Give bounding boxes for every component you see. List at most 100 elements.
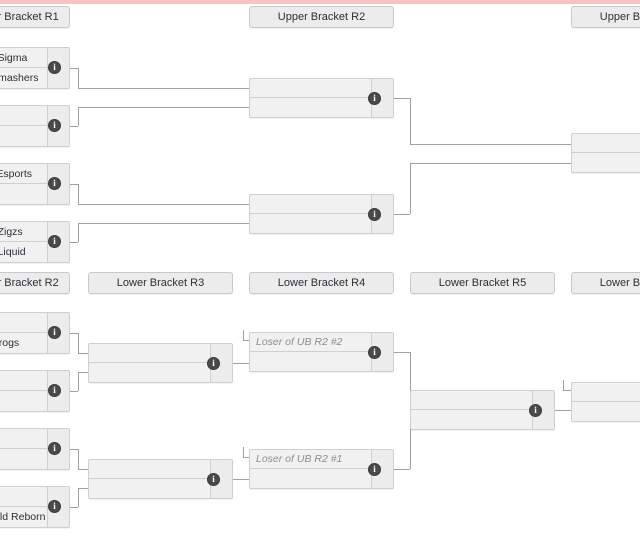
match-slot-top[interactable]: Team Zigzs [0,222,69,242]
match-slot-top[interactable] [0,487,69,507]
round-header-upper-r2[interactable]: Upper Bracket R2 [249,6,394,28]
connector-line [233,363,249,364]
info-icon[interactable]: i [368,463,381,476]
connector-line [410,419,411,469]
match-slot-bottom[interactable]: Team Liquid [0,246,26,258]
info-icon[interactable]: i [368,92,381,105]
round-header-lower-r6[interactable]: Lower Bracket R6 [571,272,640,294]
connector-line [563,390,571,391]
connector-line [78,88,250,89]
connector-line [78,107,250,108]
match-slot-top[interactable] [572,383,640,402]
round-header-label: Lower Bracket R5 [438,277,527,289]
connector-line [243,447,244,457]
match-slot-top[interactable] [0,106,69,126]
connector-line [70,184,78,185]
connector-line [233,479,249,480]
connector-line [78,107,79,126]
connector-line [78,333,79,353]
match-slot-top[interactable] [572,134,640,153]
info-icon[interactable]: i [48,384,61,397]
connector-line [394,214,410,215]
info-icon[interactable]: i [207,357,220,370]
info-icon[interactable]: i [529,404,542,417]
connector-line [563,380,564,390]
connector-line [70,507,78,508]
top-accent-bar [0,0,640,4]
match-slot-top[interactable]: Loser of UB R2 #2 [250,333,393,352]
connector-line [243,457,251,458]
match-slot-top[interactable]: Nova Esports [0,164,69,184]
match-slot-top[interactable] [89,344,232,363]
match-lb-r5-1[interactable] [410,390,555,430]
round-header-upper-r3[interactable]: Upper Bracket R3 [571,6,640,28]
match-slot-top[interactable] [411,391,554,410]
match-slot-top[interactable] [250,79,393,98]
connector-line [78,353,90,354]
connector-line [410,163,411,214]
connector-line [410,144,572,145]
connector-line [394,352,410,353]
info-icon[interactable]: i [48,119,61,132]
info-icon[interactable]: i [48,177,61,190]
match-ub-r1-2[interactable] [0,105,70,147]
info-icon[interactable]: i [48,500,61,513]
match-slot-top[interactable] [89,460,232,479]
round-header-lower-r2[interactable]: Lower Bracket R2 [0,272,70,294]
connector-line [243,340,251,341]
connector-line [78,488,79,507]
connector-line [70,68,78,69]
connector-line [78,223,79,242]
match-slot-bottom[interactable]: Emerald Reborn [0,511,46,523]
match-slot-top[interactable] [0,371,69,391]
round-header-upper-r1[interactable]: Upper Bracket R1 [0,6,70,28]
match-ub-r3-1[interactable] [571,133,640,173]
connector-line [243,330,244,340]
match-slot-top[interactable]: Loser of UB R2 #1 [250,450,393,469]
round-header-lower-r3[interactable]: Lower Bracket R3 [88,272,233,294]
connector-line [70,242,78,243]
round-header-lower-r4[interactable]: Lower Bracket R4 [249,272,394,294]
match-slot-bottom[interactable] [572,402,640,421]
connector-line [394,469,410,470]
match-slot-bottom[interactable]: Wild Frogs [0,337,20,349]
round-header-label: Lower Bracket R4 [277,277,366,289]
match-lb-r4-2[interactable]: Loser of UB R2 #1 [249,449,394,489]
connector-line [78,469,90,470]
connector-line [78,372,79,391]
info-icon[interactable]: i [368,346,381,359]
match-slot-top[interactable] [0,429,69,449]
info-icon[interactable]: i [48,235,61,248]
match-ub-r1-3[interactable]: Nova Esports [0,163,70,205]
connector-line [78,68,79,88]
connector-line [410,352,411,400]
info-icon[interactable]: i [48,326,61,339]
match-slot-top[interactable] [250,195,393,214]
connector-line [78,488,90,489]
match-slot-top[interactable]: Team Sigma [0,48,69,68]
match-slot-bottom[interactable]: Star Smashers [0,72,39,84]
match-slot-top[interactable] [0,313,69,333]
connector-line [78,204,250,205]
info-icon[interactable]: i [368,208,381,221]
match-slot-bottom[interactable] [572,153,640,172]
round-header-label: Lower Bracket R6 [599,277,640,289]
connector-line [78,372,90,373]
match-lb-r6-1[interactable] [571,382,640,422]
info-icon[interactable]: i [207,473,220,486]
connector-line [70,449,78,450]
connector-line [410,163,572,164]
round-header-lower-r5[interactable]: Lower Bracket R5 [410,272,555,294]
round-header-label: Upper Bracket R3 [599,11,640,23]
round-header-label: Lower Bracket R2 [0,277,59,289]
round-header-label: Upper Bracket R1 [0,11,59,23]
connector-line [394,98,410,99]
info-icon[interactable]: i [48,61,61,74]
round-header-label: Upper Bracket R2 [277,11,366,23]
connector-line [70,391,78,392]
connector-line [410,98,411,144]
connector-line [555,410,571,411]
connector-line [70,333,78,334]
info-icon[interactable]: i [48,442,61,455]
